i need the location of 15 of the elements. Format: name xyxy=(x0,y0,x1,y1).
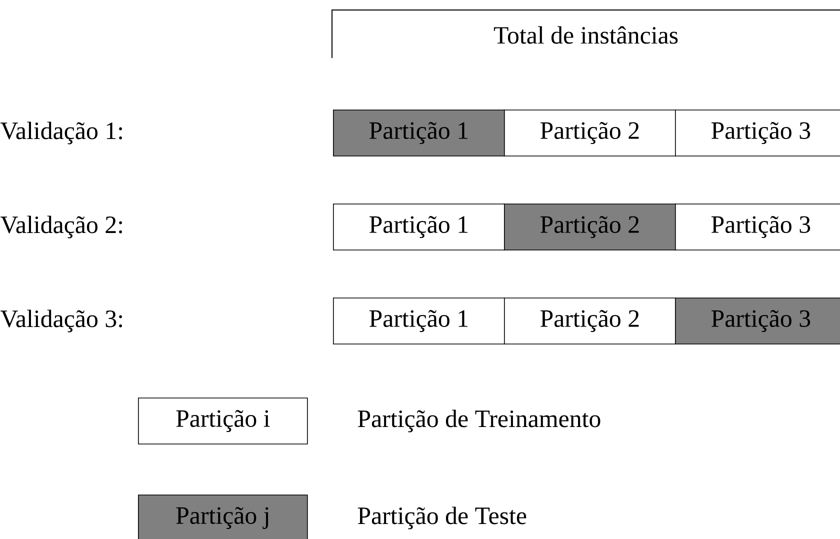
partition-box: Partição 3 xyxy=(675,204,840,250)
legend-text: Partição de Teste xyxy=(358,506,526,530)
partition-box: Partição 3 xyxy=(675,110,840,156)
partition-box: Partição 1 xyxy=(333,204,505,250)
row-label: Validação 1: xyxy=(0,122,122,144)
legend-text: Partição de Treinamento xyxy=(358,410,600,432)
partition-box: Partição 2 xyxy=(504,110,676,156)
partition-box: Partição 3 xyxy=(675,298,840,344)
partition-box: Partição 2 xyxy=(504,298,676,344)
row-label: Validação 3: xyxy=(0,310,122,332)
partition-box: Partição 2 xyxy=(504,204,676,250)
row-label: Validação 2: xyxy=(0,216,122,238)
partition-box: Partição 1 xyxy=(333,110,505,156)
heading: Total de instâncias xyxy=(494,26,678,44)
partition-box: Partição 1 xyxy=(333,298,505,344)
